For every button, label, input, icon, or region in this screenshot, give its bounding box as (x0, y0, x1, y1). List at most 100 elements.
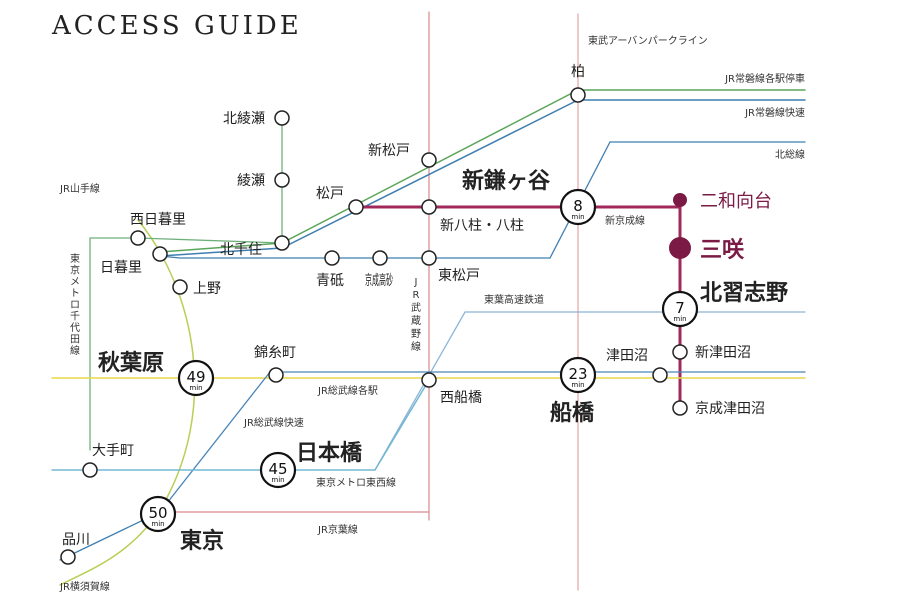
time-badge-text: 8 min 7 min 49 min 23 min 45 min 50 min (148, 197, 686, 528)
time-funabashi: 23 (568, 365, 587, 383)
station-shin-yahashira: 新八柱・八柱 (440, 218, 524, 234)
dot-shin-tsudanuma (672, 344, 688, 360)
chiyoda-label-char: 東 (70, 252, 80, 265)
dot-shin-yahashira (421, 199, 437, 215)
musashino-label-char: 武 (411, 301, 421, 314)
station-nishi-funabashi: 西船橋 (440, 390, 482, 406)
time-unit: min (571, 213, 584, 221)
label-tobu-urban-park: 東武アーバンパークライン (588, 34, 708, 47)
station-tsudanuma: 津田沼 (606, 348, 648, 364)
chiyoda-label-char: 京 (70, 264, 80, 277)
station-kita-narashino: 北習志野 (700, 280, 788, 306)
time-unit: min (673, 315, 686, 323)
station-ayase: 綾瀬 (237, 173, 265, 189)
time-nihombashi: 45 (268, 460, 287, 478)
badge-kita-narashino (661, 290, 699, 328)
label-tozai: 東京メトロ東西線 (316, 476, 396, 489)
badge-funabashi (559, 356, 597, 394)
musashino-label-char: 線 (411, 340, 421, 353)
time-unit: min (571, 381, 584, 389)
chiyoda-label-char: ト (70, 289, 80, 300)
station-shin-tsudanuma: 新津田沼 (695, 345, 751, 361)
map-title: ACCESS GUIDE (51, 11, 302, 41)
station-nihombashi: 日本橋 (296, 440, 363, 466)
musashino-label-char: 野 (411, 328, 421, 340)
time-shin-kamagaya: 8 (573, 197, 583, 215)
dot-higashi-matsudo (421, 250, 437, 266)
badge-nihombashi (259, 451, 297, 489)
dot-kinshicho (268, 367, 284, 383)
label-hokuso: 北総線 (775, 148, 805, 161)
dot-keisei-tsudanuma (672, 400, 688, 416)
keisei-line (159, 141, 806, 259)
chiyoda-label-char: 千 (70, 311, 80, 323)
station-shinagawa: 品川 (62, 532, 90, 548)
sobu-rapid-line (159, 371, 806, 513)
musashino-label-char: R (413, 290, 420, 301)
dot-misaki (669, 237, 691, 259)
label-keiyo: JR京葉線 (317, 523, 358, 536)
station-keisei-tsudanuma: 京成津田沼 (695, 401, 765, 417)
station-ueno: 上野 (193, 281, 221, 297)
station-shin-matsudo: 新松戸 (368, 143, 410, 159)
station-names: 柏 北綾瀬 綾瀬 新松戸 松戸 北千住 西日暮里 日暮里 上野 青砥 京成高砂 … (62, 64, 788, 554)
joban-rapid-line (159, 99, 806, 257)
station-aoto: 青砥 (316, 273, 344, 289)
label-toyo-rapid: 東葉高速鉄道 (484, 293, 544, 306)
chiyoda-label-char: 代 (70, 322, 80, 334)
station-nippori: 日暮里 (100, 260, 142, 276)
station-kitasenju: 北千住 (220, 242, 262, 258)
station-otemachi: 大手町 (92, 443, 134, 459)
station-tokyo: 東京 (180, 528, 224, 554)
chiyoda-label-char: ロ (70, 300, 80, 311)
dot-futawamukodai (673, 193, 687, 207)
time-unit: min (189, 384, 202, 392)
label-yokosuka: JR横須賀線 (59, 580, 110, 593)
label-shinkeisei: 新京成線 (605, 214, 645, 227)
dot-kitasenju (274, 235, 290, 251)
station-higashi-matsudo: 東松戸 (438, 268, 480, 284)
station-futawamukodai: 二和向台 (700, 191, 772, 212)
station-kashiwa: 柏 (571, 64, 585, 80)
station-misaki: 三咲 (700, 237, 745, 263)
dot-matsudo (348, 199, 364, 215)
tozai-line (51, 379, 430, 471)
station-funabashi: 船橋 (550, 400, 595, 426)
station-kinshicho: 錦糸町 (254, 344, 296, 361)
badge-shin-kamagaya (559, 188, 597, 226)
label-jr-sobu-rapid: JR総武線快速 (243, 416, 304, 429)
badge-akihabara (177, 359, 215, 397)
dot-kashiwa (570, 87, 586, 103)
time-kita-narashino: 7 (675, 299, 685, 317)
dot-tsudanuma (652, 367, 668, 383)
station-dots (60, 87, 688, 565)
station-nishi-nippori: 西日暮里 (130, 212, 186, 228)
dot-otemachi (82, 462, 98, 478)
dot-nishi-funabashi (421, 372, 437, 388)
label-jr-joban-rapid: JR常磐線快速 (744, 106, 805, 119)
label-jr-joban-local: JR常磐線各駅停車 (724, 72, 805, 85)
time-badges (139, 188, 699, 533)
musashino-label-char: 蔵 (411, 314, 421, 327)
time-akihabara: 49 (186, 368, 205, 386)
station-kita-ayase: 北綾瀬 (223, 111, 265, 127)
label-jr-sobu-local: JR総武線各駅 (317, 384, 378, 397)
dot-shin-matsudo (421, 152, 437, 168)
chiyoda-label-char: 田 (70, 335, 80, 346)
dot-nishi-nippori (130, 230, 146, 246)
station-akihabara: 秋葉原 (98, 350, 164, 376)
line-labels: 東武アーバンパークライン JR常磐線各駅停車 JR常磐線快速 北総線 JR山手線… (59, 34, 805, 593)
time-unit: min (271, 476, 284, 484)
dot-nippori (152, 246, 168, 262)
dot-aoto (324, 250, 340, 266)
station-keisei-takasago-1: 京成高砂 (365, 272, 393, 289)
station-matsudo: 松戸 (316, 186, 344, 202)
time-unit: min (151, 520, 164, 528)
musashino-label-char: J (414, 277, 418, 288)
dot-shinagawa (60, 549, 76, 565)
dot-ueno (172, 279, 188, 295)
chiyoda-label-char: 線 (70, 344, 80, 357)
